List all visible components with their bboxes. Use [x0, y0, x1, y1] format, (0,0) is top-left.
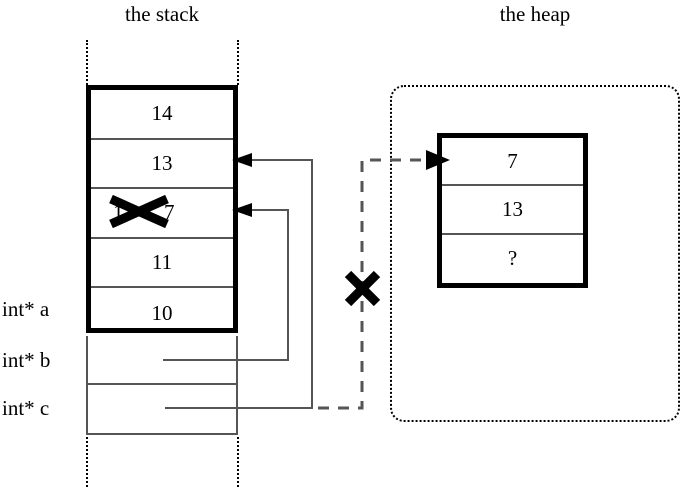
broken-pointer-x-mark — [344, 270, 381, 307]
heap-cell-13-value: 13 — [502, 196, 523, 221]
stack-cell-7: 12 7 — [91, 189, 233, 239]
stack-rail-top-left — [86, 40, 88, 85]
stack-slot-b — [88, 336, 236, 385]
stack-rail-bottom-left — [86, 437, 88, 487]
variable-label-c: int* c — [2, 396, 50, 420]
heap-cell-7: 7 — [442, 138, 583, 187]
heap-cell-unknown: ? — [442, 235, 583, 283]
variable-label-b: int* b — [2, 348, 51, 372]
stack-rail-bottom-right — [237, 437, 239, 487]
stack-array: 14 13 12 7 11 10 — [86, 85, 238, 333]
heap-cell-unknown-value: ? — [507, 246, 518, 271]
stack-cell-11: 11 — [91, 239, 233, 289]
stack-cell-13-value: 13 — [151, 150, 173, 175]
variable-label-a: int* a — [2, 297, 50, 321]
stack-title: the stack — [124, 2, 200, 26]
stack-slot-c — [88, 385, 236, 434]
stack-cell-10: 10 — [91, 288, 233, 338]
stack-rail-top-right — [237, 40, 239, 85]
stack-cell-14-value: 14 — [151, 101, 173, 126]
heap-cell-13: 13 — [442, 186, 583, 235]
stack-cell-struck-old-value: 12 — [113, 200, 134, 225]
heap-title: the heap — [499, 2, 571, 26]
stack-cell-11-value: 11 — [151, 250, 173, 275]
heap-array: 7 13 ? — [437, 133, 588, 288]
heap-cell-7-value: 7 — [507, 148, 518, 173]
stack-cell-13: 13 — [91, 140, 233, 190]
stack-cell-10-value: 10 — [151, 300, 173, 325]
stack-locals — [86, 336, 238, 435]
stack-cell-14: 14 — [91, 90, 233, 140]
stack-cell-new-value: 7 — [164, 200, 175, 225]
